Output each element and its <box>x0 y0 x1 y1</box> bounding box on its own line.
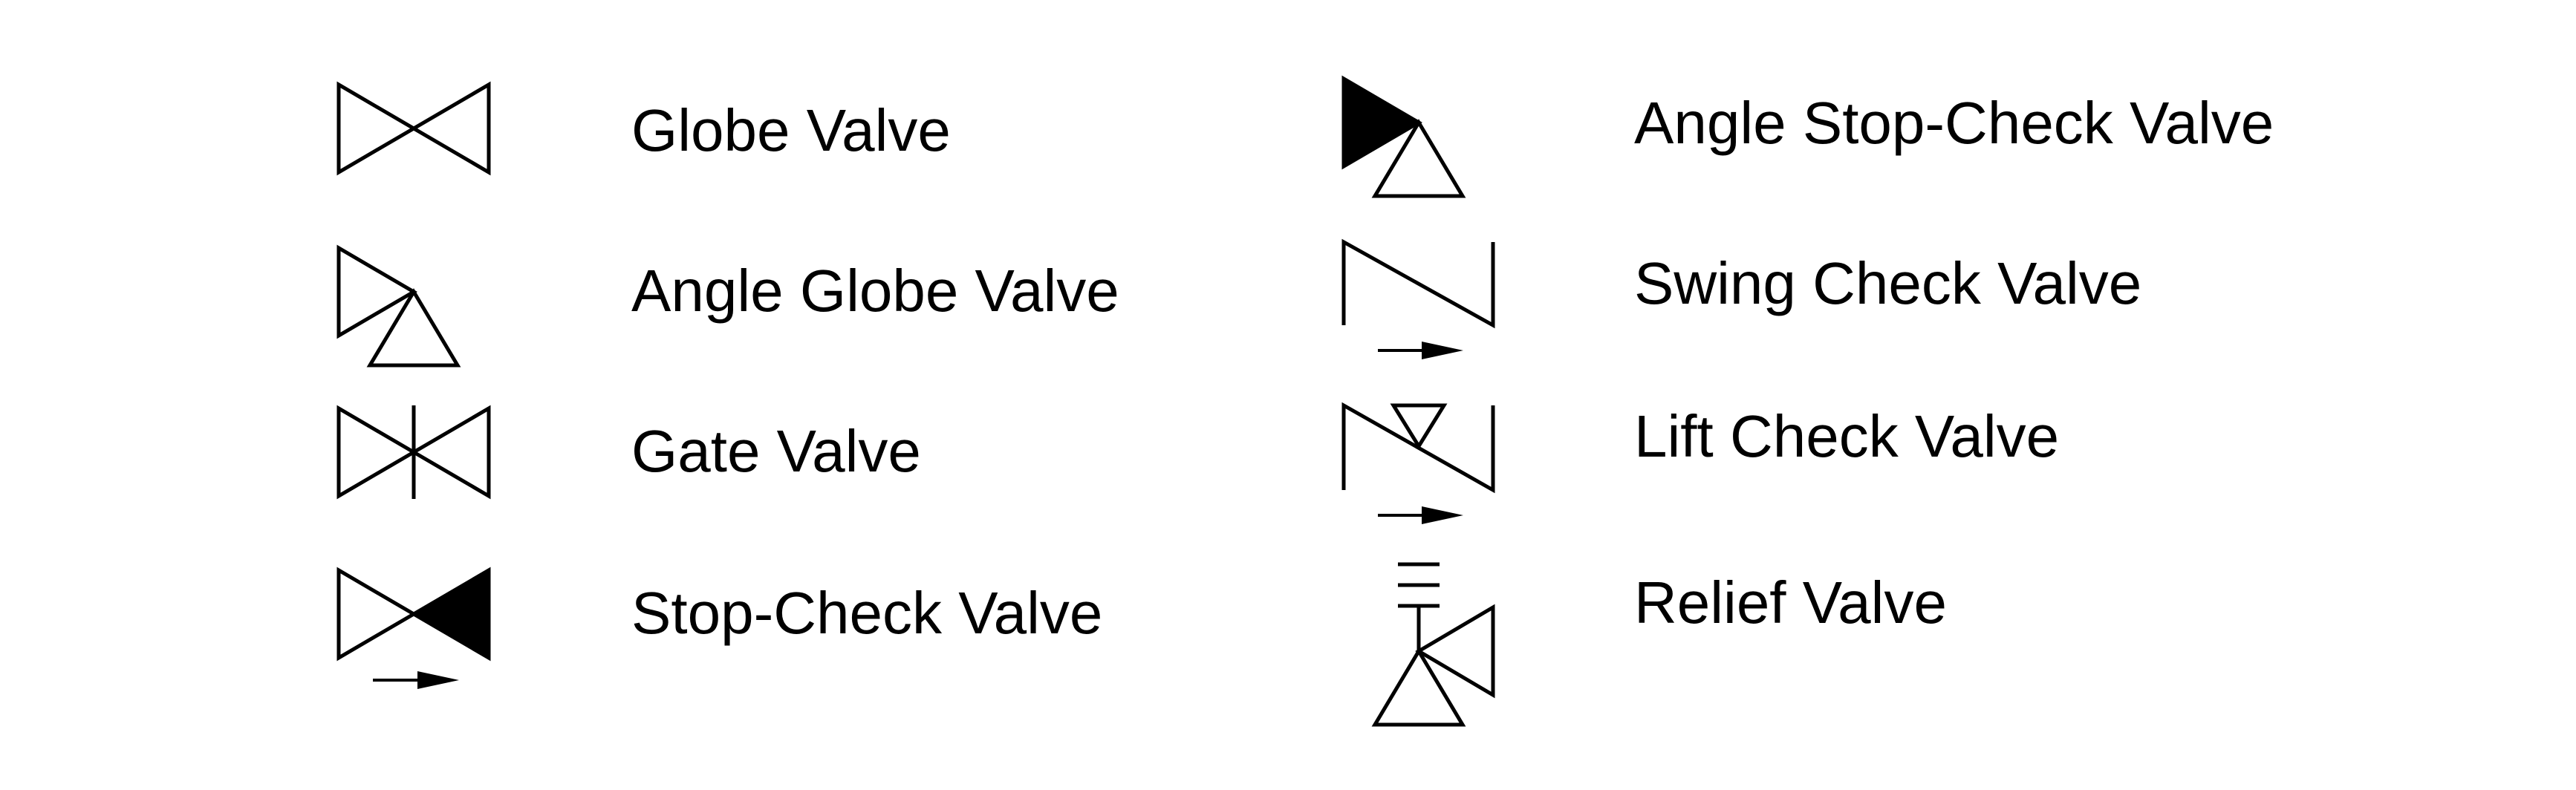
gate-valve-label: Gate Valve <box>631 418 921 484</box>
lift-check-valve-icon <box>1341 402 1495 524</box>
globe-valve-icon <box>336 81 491 176</box>
stop-check-valve-icon <box>336 567 491 689</box>
stop-check-valve-label: Stop-Check Valve <box>631 580 1103 646</box>
swing-check-valve-icon <box>1341 238 1495 359</box>
relief-valve-label: Relief Valve <box>1634 569 1947 636</box>
angle-stop-check-valve-label: Angle Stop-Check Valve <box>1634 90 2274 156</box>
lift-check-valve-label: Lift Check Valve <box>1634 403 2060 469</box>
angle-stop-check-valve-icon <box>1341 75 1466 198</box>
relief-valve-icon <box>1371 562 1495 727</box>
angle-globe-valve-icon <box>336 244 461 368</box>
angle-globe-valve-label: Angle Globe Valve <box>631 258 1119 324</box>
gate-valve-icon <box>336 405 491 500</box>
globe-valve-label: Globe Valve <box>631 97 951 163</box>
swing-check-valve-label: Swing Check Valve <box>1634 250 2142 316</box>
